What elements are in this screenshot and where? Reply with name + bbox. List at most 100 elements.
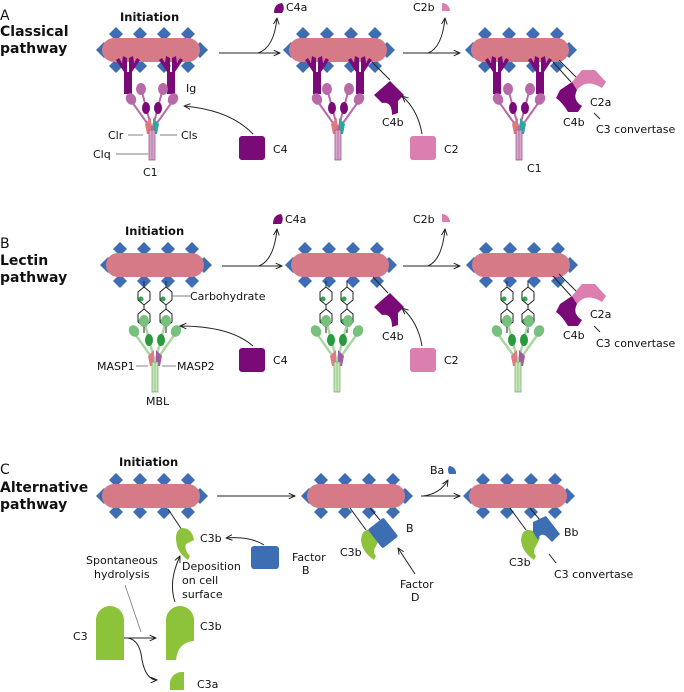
deposition-label: on cell — [182, 574, 218, 587]
mbl-complex — [125, 313, 185, 394]
c1-complex — [308, 82, 368, 161]
c4-protein — [239, 136, 265, 160]
c3b-label: C3b — [340, 546, 362, 559]
c3b-fragment — [521, 530, 540, 560]
leader-line — [593, 112, 601, 120]
initiation-label: Initiation — [120, 10, 179, 24]
tether-line — [529, 507, 541, 521]
c3b-fragment — [166, 606, 194, 660]
convertase-label: C3 convertase — [596, 337, 676, 350]
c4a-label: C4a — [285, 213, 306, 226]
tether-line — [552, 275, 572, 297]
masp1-label: MASP1 — [97, 360, 135, 373]
tether-line — [558, 273, 578, 293]
c3a-fragment — [170, 671, 184, 690]
c2-label: C2 — [444, 354, 459, 367]
c2b-fragment — [442, 3, 450, 11]
c2-protein — [410, 136, 436, 160]
c3b-label: C3b — [509, 556, 531, 569]
initiation-label: Initiation — [125, 224, 184, 238]
cell-membrane — [466, 242, 578, 288]
deposition-label: Deposition — [182, 560, 241, 573]
arrow — [180, 326, 254, 347]
c4-protein — [239, 348, 265, 372]
factor-b-label: Factor — [292, 551, 326, 564]
c4a-fragment — [274, 3, 284, 13]
initiation-label: Initiation — [119, 455, 178, 469]
tether-line — [558, 59, 578, 79]
leader-line — [548, 553, 557, 564]
section-title: pathway — [0, 270, 67, 286]
c4b-fragment — [374, 81, 404, 115]
c4-label: C4 — [273, 143, 288, 156]
cell-membrane — [96, 473, 208, 519]
c2-protein — [410, 348, 436, 372]
c4b-fragment — [374, 293, 404, 327]
tether-line — [509, 507, 527, 531]
section-title: pathway — [0, 497, 67, 513]
c2a-label: C2a — [590, 96, 611, 109]
spontaneous-label: Spontaneous — [86, 554, 158, 567]
b-label: B — [406, 522, 414, 535]
mbl-complex — [488, 313, 548, 394]
factor-b-label: B — [302, 564, 310, 577]
factor-b-bound — [368, 518, 398, 548]
c3b-label: C3b — [200, 532, 222, 545]
cell-membrane — [463, 473, 575, 519]
mbl-label: MBL — [146, 395, 170, 408]
c3-protein — [96, 606, 124, 660]
spontaneous-label: hydrolysis — [94, 568, 150, 581]
section-title: Alternative — [0, 480, 88, 496]
tether-line — [167, 508, 183, 531]
arrow — [171, 556, 180, 603]
c3-label: C3 — [73, 630, 88, 643]
arrow — [398, 548, 416, 575]
section-title: pathway — [0, 41, 67, 57]
release-arrow — [422, 480, 448, 497]
ba-label: Ba — [430, 464, 444, 477]
masp2-label: MASP2 — [177, 360, 215, 373]
ig-label: Ig — [186, 82, 196, 95]
cell-membrane — [96, 27, 208, 73]
section-alternative: C Alternative pathway Initiation C3b Fac… — [0, 455, 634, 691]
cell-membrane — [283, 27, 395, 73]
factor-b-protein — [251, 546, 279, 569]
c4b-fragment — [556, 82, 582, 112]
section-letter: A — [0, 8, 10, 24]
convertase-label: C3 convertase — [554, 568, 634, 581]
section-lectin: B Lectin pathway Initiation Carbohydrate… — [0, 213, 676, 408]
cell-membrane — [285, 242, 397, 288]
c1-label: C1 — [527, 162, 542, 175]
section-title: Classical — [0, 24, 69, 40]
mbl-complex — [307, 313, 367, 394]
release-arrow — [427, 18, 445, 54]
c4a-label: C4a — [286, 1, 307, 14]
convertase-label: C3 convertase — [596, 123, 676, 136]
c1-complex — [489, 82, 549, 161]
arrow — [184, 106, 254, 135]
section-letter: B — [0, 236, 10, 252]
deposition-label: surface — [182, 588, 223, 601]
c2-label: C2 — [444, 143, 459, 156]
c2a-label: C2a — [590, 308, 611, 321]
c4b-label: C4b — [563, 329, 585, 342]
c2a-fragment — [572, 70, 606, 90]
tether-line — [369, 507, 381, 521]
cell-membrane — [301, 473, 413, 519]
tether-line — [371, 61, 391, 81]
c1-complex — [122, 82, 182, 161]
c4b-label: C4b — [563, 116, 585, 129]
c2b-label: C2b — [413, 1, 435, 14]
factor-d-label: D — [411, 591, 419, 604]
tether-line — [552, 61, 572, 83]
c2b-label: C2b — [413, 213, 435, 226]
leader-line — [124, 584, 142, 633]
c4b-fragment — [556, 296, 582, 326]
c4a-fragment — [273, 214, 283, 224]
c3b-fragment — [176, 528, 194, 560]
tether-line — [372, 276, 389, 294]
leader-line — [593, 325, 601, 333]
bb-label: Bb — [564, 526, 579, 539]
c1r-label: Clr — [108, 129, 124, 142]
